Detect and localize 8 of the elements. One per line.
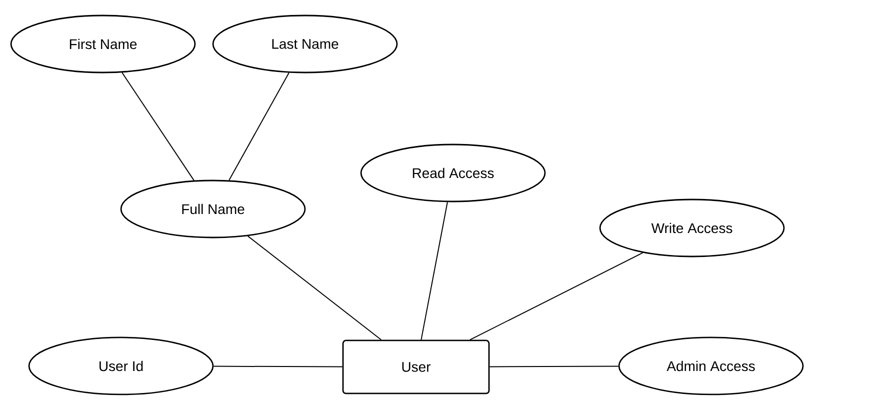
- connector-line: [247, 236, 382, 340]
- connector-line: [213, 366, 343, 368]
- entity-box: User: [342, 340, 490, 394]
- connector-line: [489, 366, 619, 368]
- connector-line: [469, 252, 644, 340]
- connector-line: [122, 72, 194, 181]
- connector-line: [420, 202, 448, 340]
- connector-line: [228, 72, 290, 181]
